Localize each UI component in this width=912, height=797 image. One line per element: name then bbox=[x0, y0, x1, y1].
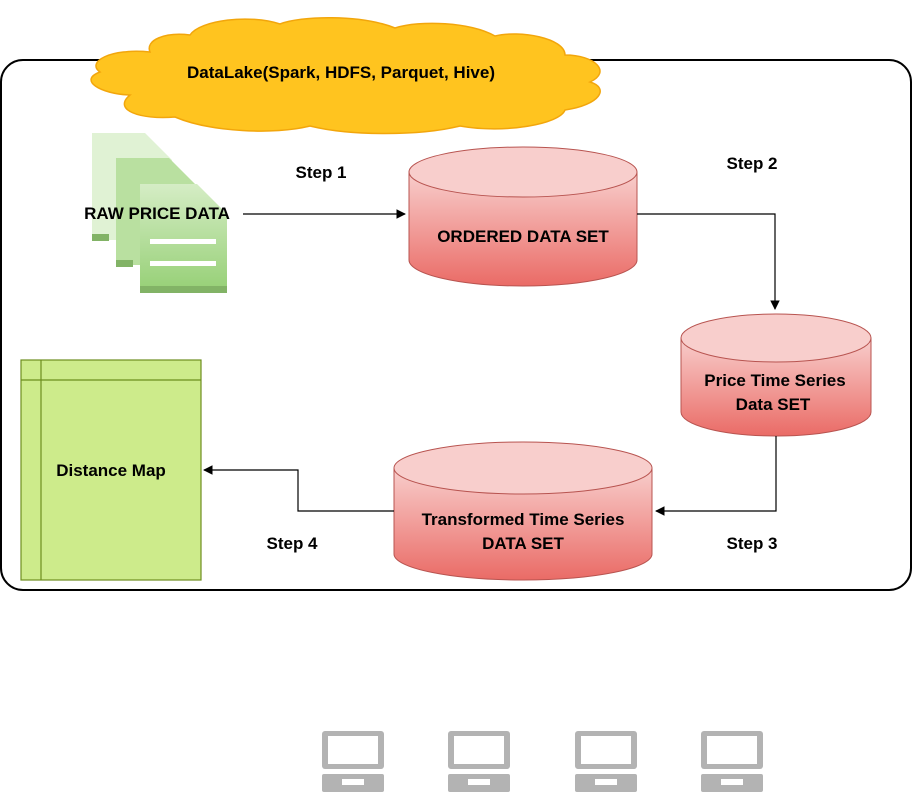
transformed-time-series-line1: Transformed Time Series bbox=[422, 510, 625, 529]
distance-map-label: Distance Map bbox=[56, 461, 166, 480]
computer-icon bbox=[701, 731, 763, 792]
transformed-time-series-line2: DATA SET bbox=[482, 534, 564, 553]
step2-arrow bbox=[637, 213, 780, 310]
datalake-cloud: DataLake(Spark, HDFS, Parquet, Hive) bbox=[90, 16, 601, 135]
distance-map-box: Distance Map bbox=[20, 359, 202, 581]
computer-icon bbox=[575, 731, 637, 792]
step4-label: Step 4 bbox=[266, 534, 318, 553]
transformed-time-series-cylinder: Transformed Time Series DATA SET bbox=[393, 441, 653, 581]
step3-arrow bbox=[655, 436, 777, 516]
step3-label: Step 3 bbox=[726, 534, 777, 553]
step4-arrow bbox=[203, 465, 394, 512]
raw-price-data-label: RAW PRICE DATA bbox=[84, 204, 230, 223]
ordered-data-set-label: ORDERED DATA SET bbox=[437, 227, 609, 246]
computer-icon bbox=[448, 731, 510, 792]
ordered-data-set-cylinder: ORDERED DATA SET bbox=[408, 146, 638, 287]
datalake-label: DataLake(Spark, HDFS, Parquet, Hive) bbox=[187, 63, 495, 82]
step1-label: Step 1 bbox=[295, 163, 346, 182]
computer-icon bbox=[322, 731, 384, 792]
raw-data-documents-icon bbox=[92, 133, 227, 293]
price-time-series-cylinder: Price Time Series Data SET bbox=[680, 313, 872, 437]
price-time-series-line1: Price Time Series bbox=[704, 371, 845, 390]
step2-label: Step 2 bbox=[726, 154, 777, 173]
price-time-series-line2: Data SET bbox=[736, 395, 811, 414]
